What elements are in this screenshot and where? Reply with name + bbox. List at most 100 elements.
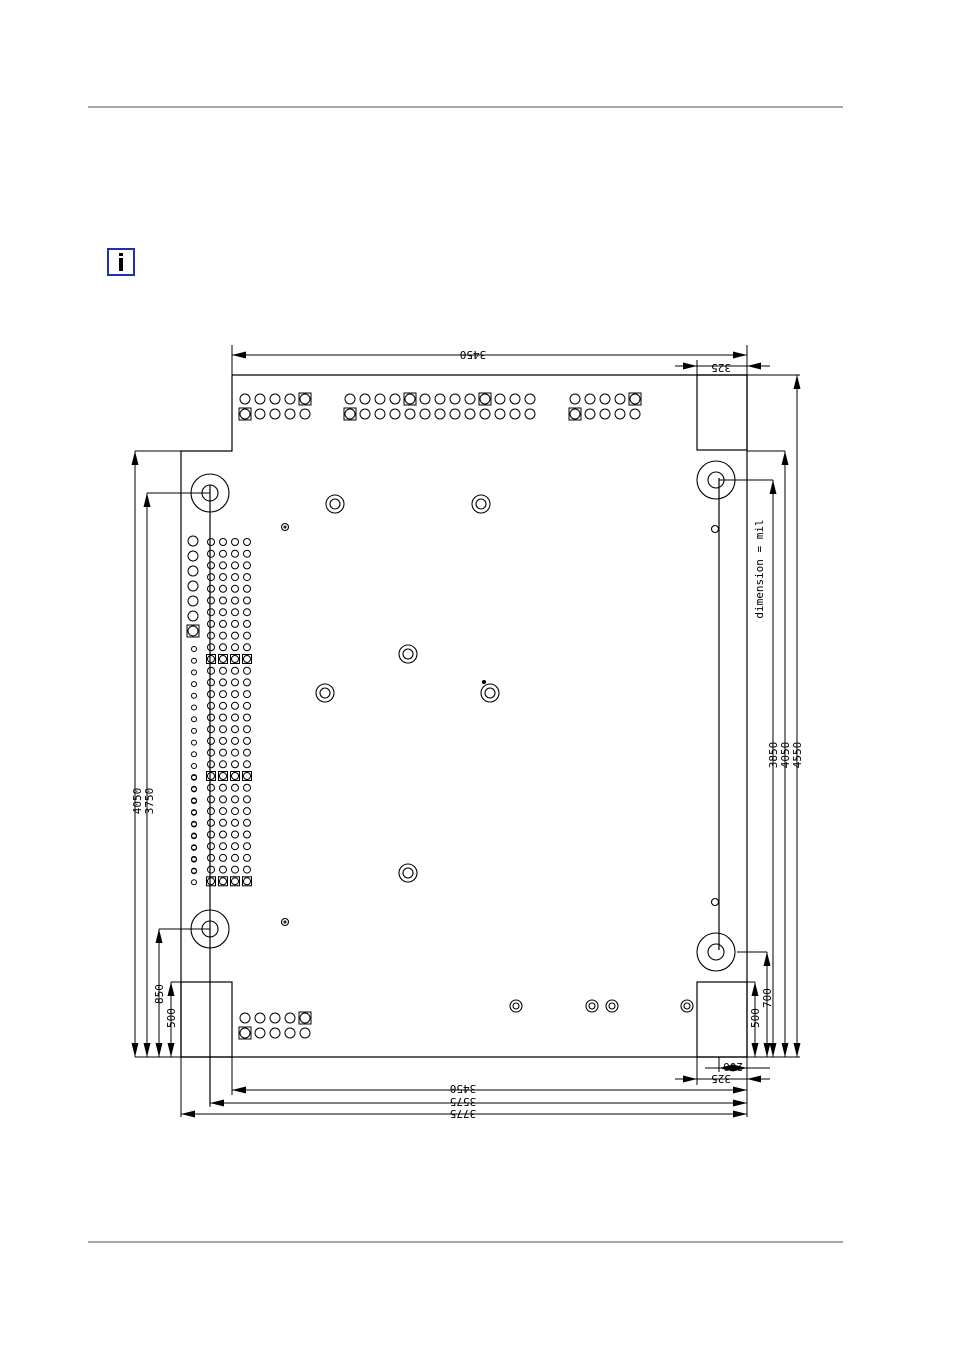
pin bbox=[191, 763, 197, 769]
pin bbox=[569, 393, 581, 405]
pin bbox=[243, 877, 251, 886]
pin bbox=[231, 631, 239, 640]
tiny-hole bbox=[280, 917, 290, 927]
pin bbox=[231, 619, 239, 628]
dim-arrow bbox=[683, 362, 697, 370]
dim-arrow bbox=[181, 1110, 195, 1118]
pin bbox=[231, 538, 239, 546]
dim-bottom-3775: 3775 bbox=[450, 1107, 477, 1120]
pin bbox=[219, 608, 227, 617]
dim-arrow bbox=[763, 1043, 771, 1057]
pin bbox=[231, 760, 239, 769]
dim-arrow bbox=[751, 1043, 759, 1057]
pin bbox=[599, 393, 611, 405]
dim-bottom-3575: 3575 bbox=[450, 1095, 477, 1108]
dim-arrow bbox=[793, 375, 801, 389]
pin bbox=[219, 643, 227, 652]
pin bbox=[284, 1012, 296, 1024]
pin bbox=[219, 795, 227, 804]
pin-square bbox=[206, 654, 216, 664]
pin bbox=[207, 830, 215, 839]
pin-square bbox=[343, 407, 357, 421]
pin bbox=[299, 1027, 311, 1039]
pin bbox=[243, 584, 251, 593]
pin bbox=[494, 393, 506, 405]
pin bbox=[207, 842, 215, 851]
dim-arrow bbox=[155, 1043, 163, 1057]
pin-square bbox=[242, 876, 252, 887]
pin bbox=[231, 842, 239, 851]
via-hole-inner bbox=[402, 648, 414, 660]
pin bbox=[219, 619, 227, 628]
pin bbox=[219, 596, 227, 605]
unit-note: dimension = mil bbox=[753, 519, 766, 618]
pin bbox=[207, 584, 215, 593]
pin bbox=[187, 550, 199, 562]
pin-square bbox=[242, 654, 252, 664]
small-hole bbox=[585, 999, 599, 1013]
pin bbox=[207, 853, 215, 862]
pin bbox=[207, 877, 215, 886]
tiny-hole bbox=[280, 522, 290, 532]
pin bbox=[219, 842, 227, 851]
small-hole-inner bbox=[512, 1002, 520, 1010]
via-hole-inner bbox=[329, 498, 341, 510]
dim-bottom-200: 200 bbox=[723, 1060, 743, 1073]
dim-arrow bbox=[167, 1043, 175, 1057]
pin bbox=[243, 713, 251, 722]
pin bbox=[374, 408, 386, 420]
pin bbox=[389, 393, 401, 405]
pin-square bbox=[230, 876, 240, 887]
pin bbox=[219, 549, 227, 558]
dim-arrow bbox=[781, 1043, 789, 1057]
pin bbox=[254, 1027, 266, 1039]
pin bbox=[187, 580, 199, 592]
pin-square bbox=[628, 392, 642, 406]
pin bbox=[254, 408, 266, 420]
pin bbox=[243, 725, 251, 734]
pin bbox=[231, 713, 239, 722]
pin bbox=[219, 573, 227, 582]
pin bbox=[524, 393, 536, 405]
dim-arrow bbox=[131, 1043, 139, 1057]
dim-right-3850: 3850 bbox=[767, 742, 780, 769]
dim-arrow bbox=[232, 1086, 246, 1094]
pin bbox=[219, 713, 227, 722]
dim-arrow bbox=[733, 351, 747, 359]
pin bbox=[243, 842, 251, 851]
pin bbox=[479, 393, 491, 405]
pin-square bbox=[238, 1026, 252, 1040]
dim-arrow bbox=[763, 952, 771, 966]
pin bbox=[243, 538, 251, 546]
pin bbox=[243, 596, 251, 605]
pin bbox=[231, 573, 239, 582]
pin-square bbox=[230, 654, 240, 664]
small-hole bbox=[605, 999, 619, 1013]
pin bbox=[207, 643, 215, 652]
pin bbox=[243, 690, 251, 699]
pin-square bbox=[230, 771, 240, 781]
pin-square bbox=[206, 876, 216, 887]
pin bbox=[231, 690, 239, 699]
pin bbox=[207, 748, 215, 757]
pin-square bbox=[218, 654, 228, 664]
pin bbox=[231, 783, 239, 792]
pin bbox=[344, 393, 356, 405]
pin bbox=[207, 795, 215, 804]
dim-arrow bbox=[719, 1064, 733, 1072]
pin bbox=[584, 393, 596, 405]
tiny-hole-dot bbox=[283, 920, 287, 924]
pin-square bbox=[238, 407, 252, 421]
pin bbox=[231, 608, 239, 617]
pin bbox=[207, 549, 215, 558]
pin bbox=[191, 669, 197, 676]
pin bbox=[191, 855, 197, 862]
dim-arrow bbox=[747, 362, 761, 370]
pin bbox=[191, 646, 197, 652]
pin bbox=[207, 666, 215, 675]
pin bbox=[243, 795, 251, 804]
pin bbox=[231, 818, 239, 827]
footer-rule bbox=[88, 1241, 843, 1243]
dim-arrow bbox=[747, 1075, 761, 1083]
dim-top-325: 325 bbox=[711, 361, 731, 374]
